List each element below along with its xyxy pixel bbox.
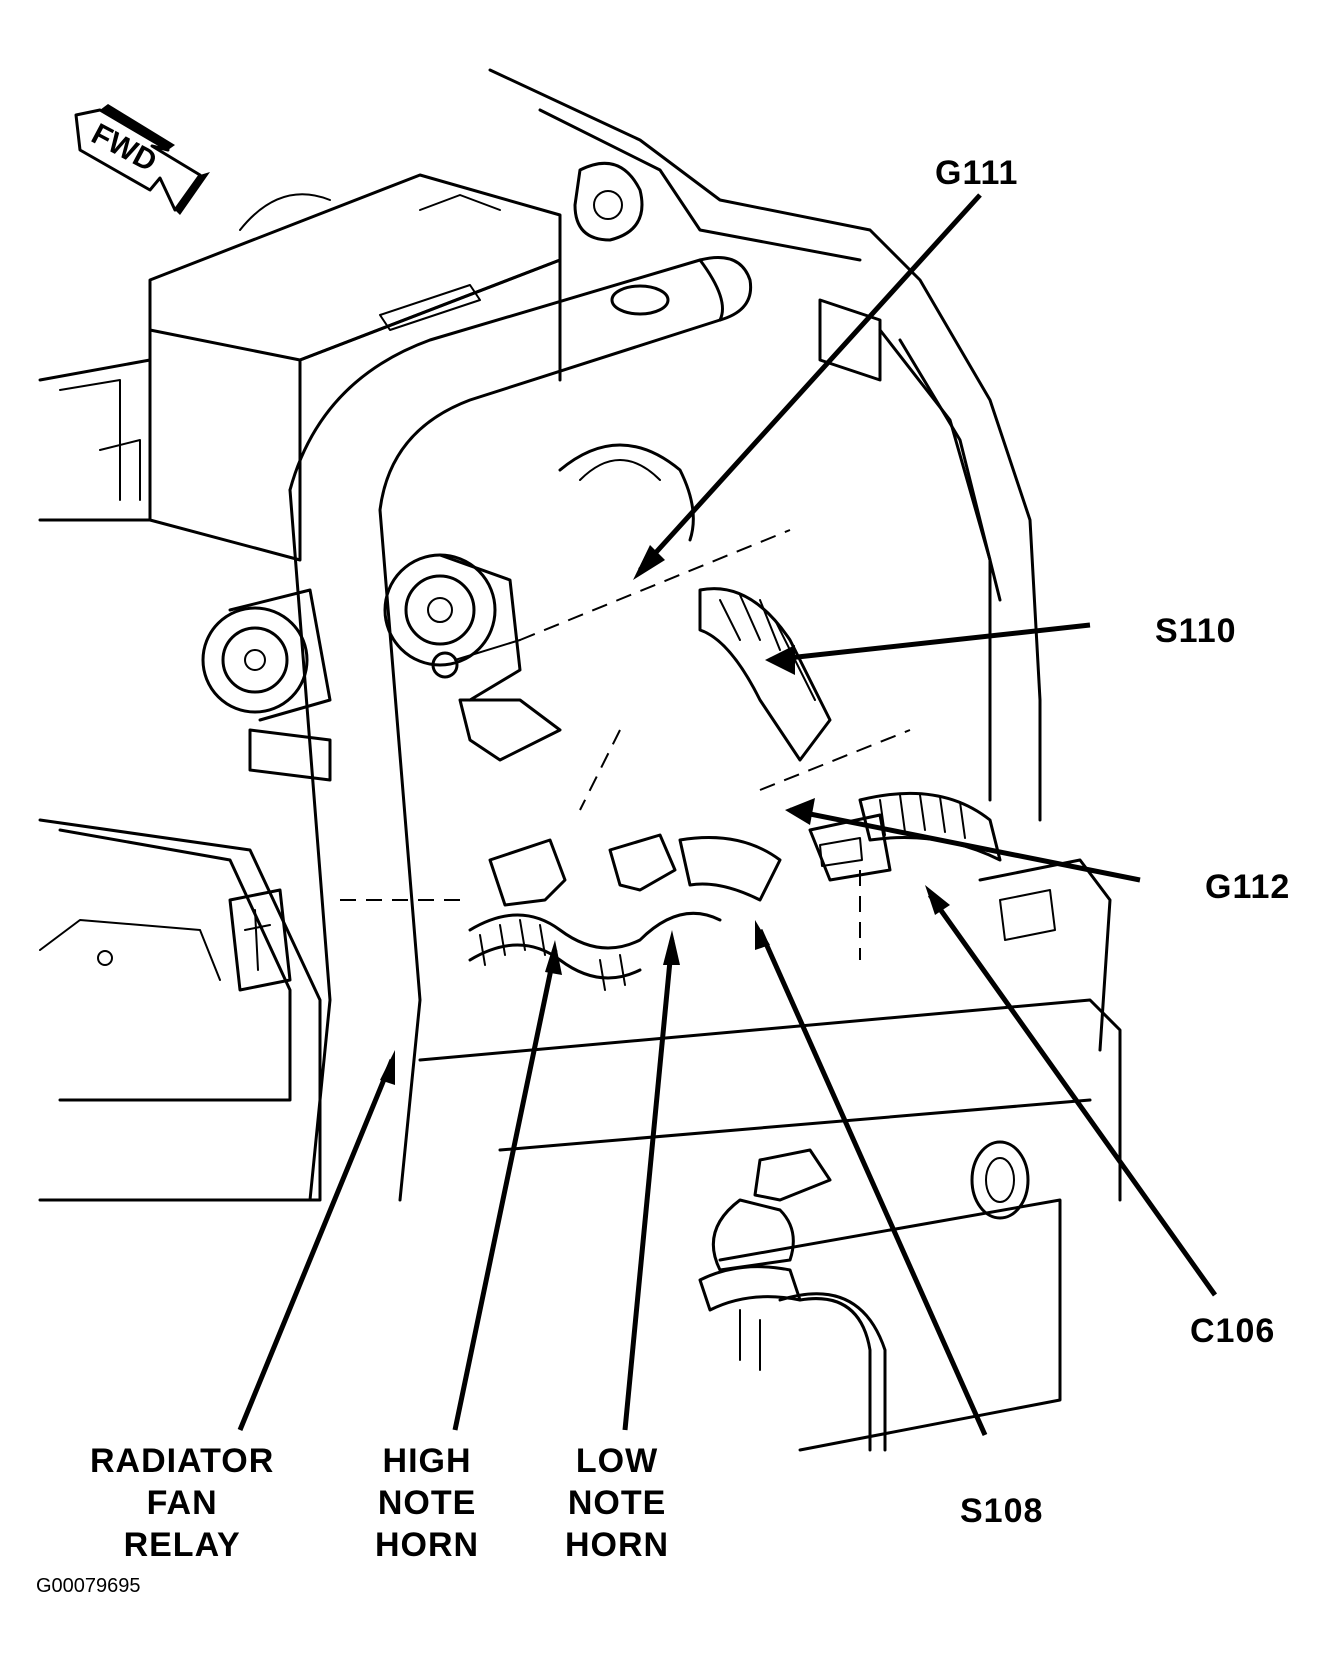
horn-connectors <box>488 833 677 907</box>
arrowhead-g112 <box>785 798 815 825</box>
c106-connector <box>808 813 892 882</box>
arrowhead-radiator-fan-relay <box>380 1050 395 1085</box>
callout-label-low-note-horn: LOW NOTE HORN <box>565 1442 670 1564</box>
arrowhead-s108 <box>755 920 770 950</box>
radiator-support-bar <box>288 256 753 1202</box>
leader-c106 <box>927 893 1218 1297</box>
arrowhead-low-note-horn <box>663 930 680 965</box>
callout-label-c106: C106 <box>1190 1312 1276 1350</box>
radiator-fan-relay <box>228 888 292 992</box>
leader-s108 <box>757 928 988 1437</box>
callout-label-high-note-horn: HIGH NOTE HORN <box>375 1442 480 1564</box>
arrowhead-c106 <box>925 885 950 915</box>
leader-radiator-fan-relay <box>237 1059 395 1431</box>
leader-low-note-horn <box>622 939 675 1431</box>
arrowhead-s110 <box>765 645 795 675</box>
leader-g111 <box>638 193 982 572</box>
figure-id: G00079695 <box>36 1575 141 1597</box>
callout-label-g111: G111 <box>935 154 1019 192</box>
callout-label-radiator-fan-relay: RADIATOR FAN RELAY <box>90 1442 275 1564</box>
forward-direction-arrow-icon: FWD <box>74 104 210 215</box>
lower-frame-rail <box>38 818 1122 1452</box>
fwd-label: FWD <box>86 117 162 178</box>
callout-label-s108: S108 <box>960 1492 1044 1530</box>
wiring-harness <box>468 443 1002 991</box>
leader-high-note-horn <box>452 949 558 1431</box>
low-note-horn <box>383 553 562 762</box>
leader-s110 <box>769 622 1091 663</box>
callout-leaders <box>237 193 1218 1437</box>
lower-connector <box>698 1148 832 1312</box>
leader-g112 <box>789 807 1141 883</box>
callout-label-s110: S110 <box>1155 612 1237 650</box>
callout-label-g112: G112 <box>1205 868 1291 906</box>
arrowhead-g111 <box>633 545 665 580</box>
arrowhead-high-note-horn <box>545 940 562 975</box>
strut-tower <box>488 68 1042 822</box>
power-distribution-center <box>38 173 562 562</box>
mounting-guide-lines <box>340 529 911 960</box>
high-note-horn <box>201 588 332 782</box>
